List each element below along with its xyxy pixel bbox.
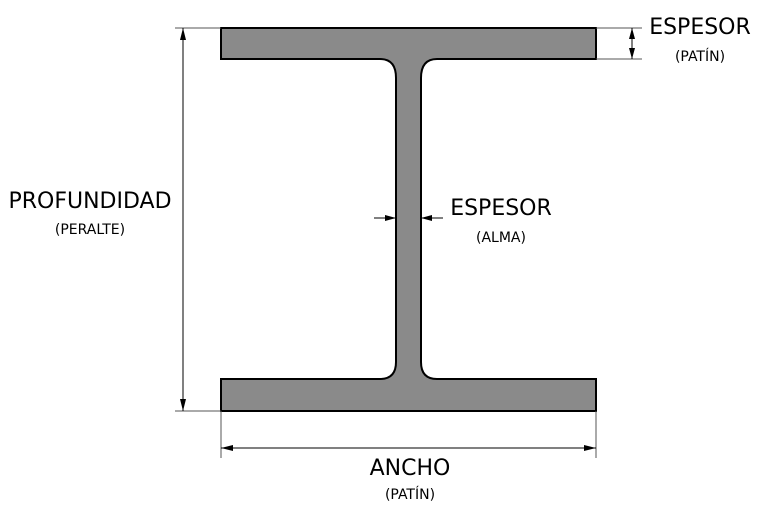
web-thickness-dimension xyxy=(374,215,443,221)
depth-dimension xyxy=(175,27,221,412)
flange-thickness-dimension xyxy=(596,27,642,60)
flange-thickness-label: ESPESOR xyxy=(649,15,751,40)
web-thickness-sublabel: (ALMA) xyxy=(476,230,526,246)
depth-arrow-top xyxy=(180,28,186,40)
depth-arrow-bottom xyxy=(180,399,186,411)
width-dimension xyxy=(220,411,597,458)
width-arrow-right xyxy=(584,445,596,451)
width-arrow-left xyxy=(221,445,233,451)
web-thickness-label: ESPESOR xyxy=(450,196,552,221)
flange-arrow-top xyxy=(629,28,635,39)
flange-arrow-bottom xyxy=(629,48,635,59)
flange-thickness-sublabel: (PATÍN) xyxy=(675,48,725,65)
width-sublabel: (PATÍN) xyxy=(385,486,435,503)
width-label: ANCHO xyxy=(370,456,451,481)
web-arrow-left xyxy=(385,215,396,221)
depth-label: PROFUNDIDAD xyxy=(8,189,171,214)
web-arrow-right xyxy=(421,215,432,221)
depth-sublabel: (PERALTE) xyxy=(55,222,125,238)
